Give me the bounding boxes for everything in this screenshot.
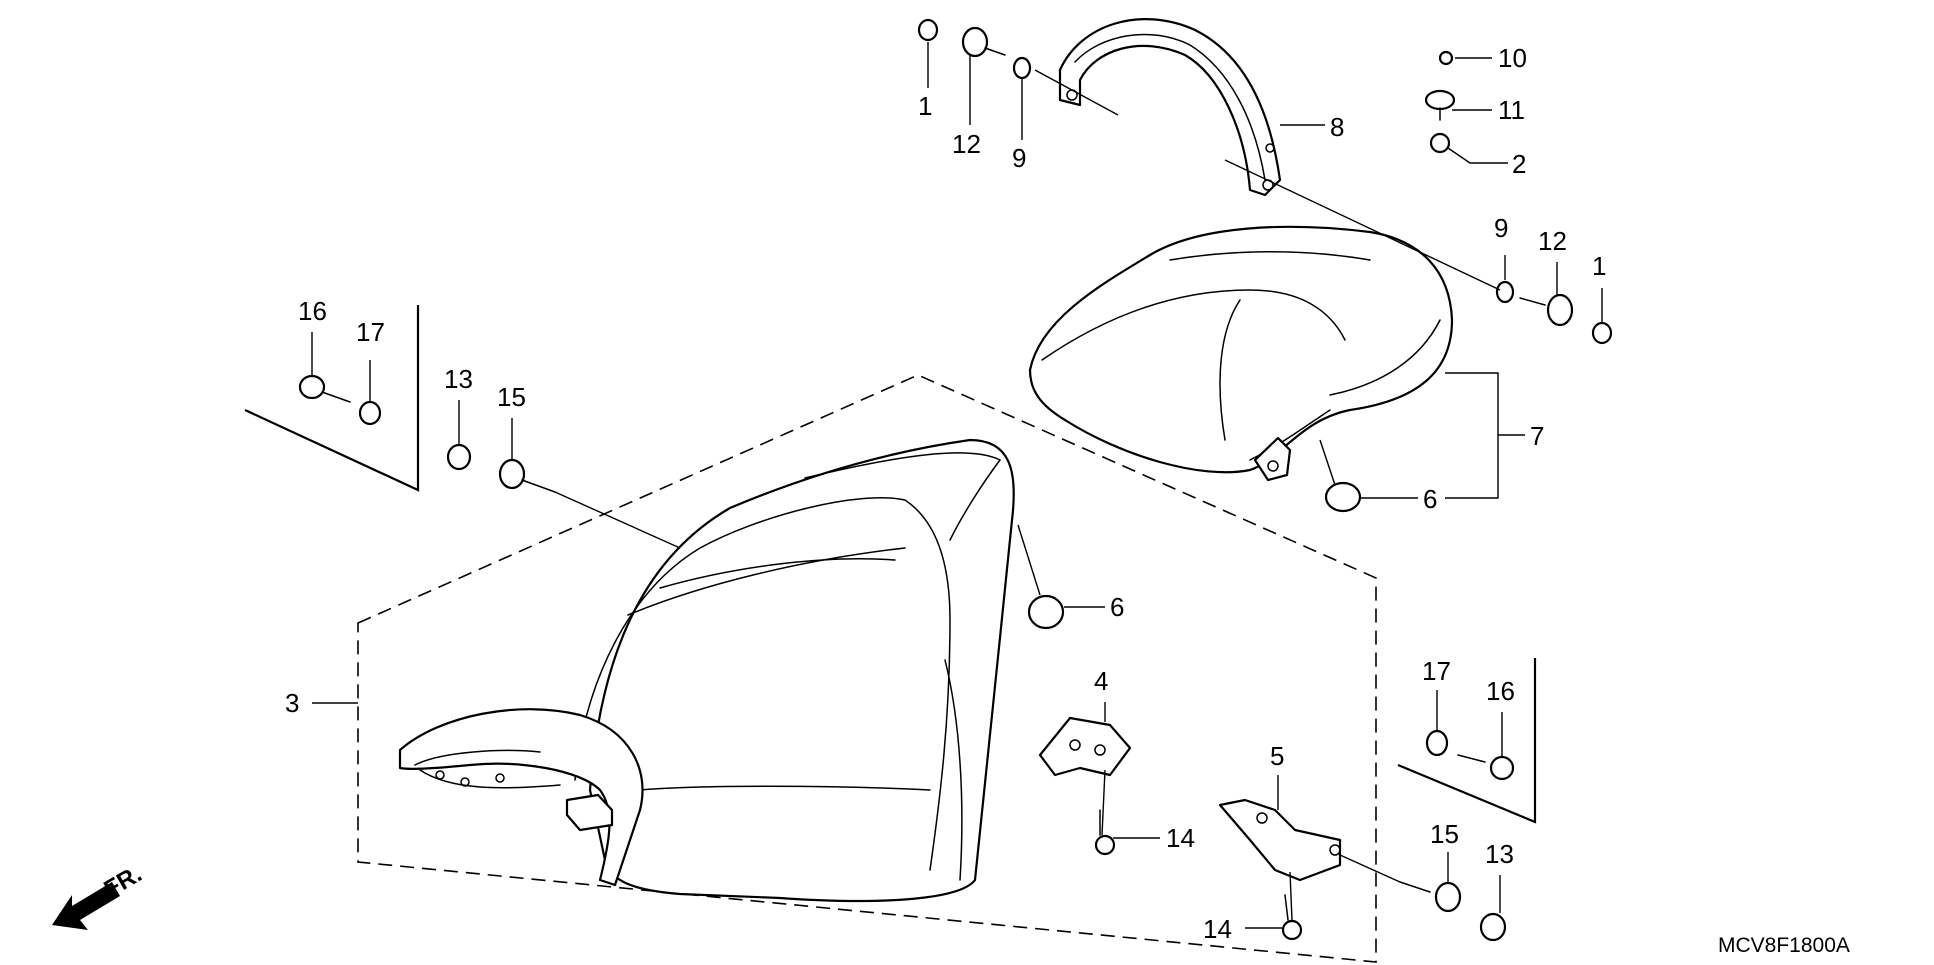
leader-lines <box>311 42 1603 929</box>
grab-rail <box>1058 18 1282 197</box>
callout-15-left: 15 <box>497 382 526 412</box>
callout-6-lower: 6 <box>1110 592 1124 622</box>
callout-5: 5 <box>1270 741 1284 771</box>
callout-11: 11 <box>1498 95 1525 125</box>
callout-13-right: 13 <box>1485 839 1514 869</box>
callout-16-left: 16 <box>298 296 327 326</box>
callout-17-right: 17 <box>1422 656 1451 686</box>
callout-15-right: 15 <box>1430 819 1459 849</box>
callout-9-right: 9 <box>1494 213 1508 243</box>
callout-4: 4 <box>1094 666 1108 696</box>
callout-16-right: 16 <box>1486 676 1515 706</box>
section-markers <box>244 305 1537 824</box>
seat-assembly-boundary <box>357 374 1377 963</box>
callout-10: 10 <box>1498 43 1527 73</box>
main-seat <box>398 438 1015 903</box>
callout-12-top-left: 12 <box>952 129 981 159</box>
bracket-5 <box>1218 798 1342 882</box>
callout-7: 7 <box>1530 421 1544 451</box>
callout-1-top-left: 1 <box>918 91 932 121</box>
assembly-lines <box>554 69 1501 921</box>
callout-14-lower: 14 <box>1203 914 1232 944</box>
callout-17-left: 17 <box>356 317 385 347</box>
front-arrow-icon <box>52 882 120 930</box>
bracket-4 <box>1038 716 1132 777</box>
callout-3: 3 <box>285 688 299 718</box>
front-direction-arrow: FR. <box>52 860 146 930</box>
callout-1-right: 1 <box>1592 251 1606 281</box>
callout-8: 8 <box>1330 112 1344 142</box>
callout-9-top-left: 9 <box>1012 143 1026 173</box>
callout-12-right: 12 <box>1538 226 1567 256</box>
passenger-seat <box>1028 225 1454 482</box>
callout-2: 2 <box>1512 149 1526 179</box>
callout-labels: 1 12 9 8 10 11 2 9 12 1 7 6 16 17 13 15 … <box>285 43 1606 944</box>
diagram-code: MCV8F1800A <box>1718 934 1850 957</box>
callout-14-upper: 14 <box>1166 823 1195 853</box>
callout-13-left: 13 <box>444 364 473 394</box>
callout-6-upper: 6 <box>1423 484 1437 514</box>
